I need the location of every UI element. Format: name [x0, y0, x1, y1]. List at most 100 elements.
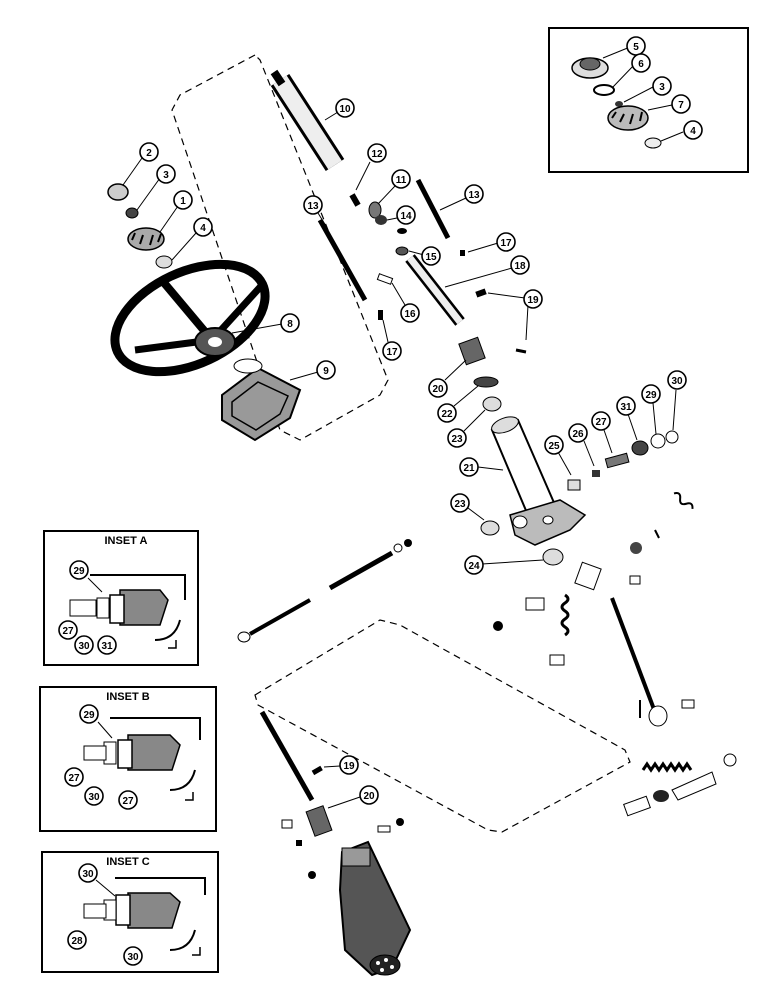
callout-5: 5: [626, 36, 646, 56]
upper-shaft: [270, 69, 345, 171]
inset-c-label-2: 28: [71, 936, 83, 947]
svg-text:9: 9: [323, 366, 329, 377]
svg-text:12: 12: [371, 149, 383, 160]
callout-27: 27: [591, 411, 611, 431]
callout-23a: 23: [447, 428, 467, 448]
callout-17a: 17: [382, 341, 402, 361]
callout-10: 10: [335, 98, 355, 118]
callout-7: 7: [671, 94, 691, 114]
svg-text:13: 13: [468, 190, 480, 201]
inset-a-label-4: 31: [101, 641, 113, 652]
inset-a-title: INSET A: [105, 535, 148, 547]
long-bolt: [237, 539, 412, 643]
spring-upper: [673, 492, 694, 509]
callout-23b: 23: [450, 493, 470, 513]
callout-22: 22: [437, 403, 457, 423]
svg-text:22: 22: [441, 409, 453, 420]
svg-text:18: 18: [514, 261, 526, 272]
dashed-group-outline-lower: [254, 619, 631, 833]
svg-text:20: 20: [363, 791, 375, 802]
callout-13a: 13: [303, 195, 323, 215]
inset-a-label-3: 30: [78, 641, 90, 652]
svg-text:4: 4: [690, 126, 696, 137]
linkage-hardware: [493, 542, 695, 727]
callout-29: 29: [641, 384, 661, 404]
svg-text:23: 23: [451, 434, 463, 445]
callout-13b: 13: [464, 184, 484, 204]
callout-3: 3: [652, 76, 672, 96]
svg-text:26: 26: [572, 429, 584, 440]
callout-18: 18: [510, 255, 530, 275]
svg-text:8: 8: [287, 319, 293, 330]
callout-4: 4: [683, 120, 703, 140]
inset-b-label-2: 27: [68, 773, 80, 784]
inset-b: INSET B 29 27 30 27: [39, 686, 217, 832]
steering-boot: [221, 358, 302, 442]
rod-13-right: [415, 178, 451, 240]
inset-a: INSET A 29 27 30 31: [43, 530, 199, 666]
dashed-group-outline-upper: [171, 54, 389, 441]
callout-15: 15: [421, 246, 441, 266]
inset-c-title: INSET C: [106, 856, 149, 868]
inset-a-label-1: 29: [73, 566, 85, 577]
svg-text:3: 3: [659, 82, 665, 93]
pivot-hardware: [567, 430, 679, 491]
svg-text:24: 24: [468, 561, 480, 572]
callout-11: 11: [391, 169, 411, 189]
svg-text:5: 5: [633, 42, 639, 53]
callout-26: 26: [568, 423, 588, 443]
svg-text:17: 17: [500, 238, 512, 249]
callout-19: 19: [523, 289, 543, 309]
svg-text:23: 23: [454, 499, 466, 510]
callout-17b: 17: [496, 232, 516, 252]
svg-text:10: 10: [339, 104, 351, 115]
svg-text:17: 17: [386, 347, 398, 358]
inset-c-label-3: 30: [127, 952, 139, 963]
svg-text:25: 25: [548, 441, 560, 452]
lower-long-shaft: [259, 710, 315, 802]
svg-text:19: 19: [527, 295, 539, 306]
steering-wheel: [110, 259, 270, 377]
svg-text:16: 16: [404, 309, 416, 320]
svg-text:30: 30: [671, 376, 683, 387]
inset-b-title: INSET B: [106, 691, 149, 703]
callout-2: 2: [139, 142, 159, 162]
callout-1: 1: [173, 190, 193, 210]
svg-text:20: 20: [432, 384, 444, 395]
callout-24: 24: [464, 555, 484, 575]
svg-text:4: 4: [200, 223, 206, 234]
inset-c-label-1: 30: [82, 869, 94, 880]
callout-14: 14: [396, 205, 416, 225]
callout-3: 3: [156, 164, 176, 184]
inset-a-label-2: 27: [62, 626, 74, 637]
steering-column: [490, 416, 587, 546]
tie-rod-end: [623, 753, 737, 817]
callout-20b: 20: [359, 785, 379, 805]
callout-31: 31: [616, 396, 636, 416]
callout-16: 16: [400, 303, 420, 323]
callout-25: 25: [544, 435, 564, 455]
top-right-inset: 5 6 3 7 4: [548, 27, 749, 173]
callout-19b: 19: [339, 755, 359, 775]
small-parts: [349, 193, 409, 320]
callout-8: 8: [280, 313, 300, 333]
inset-b-label-1: 29: [83, 710, 95, 721]
svg-text:29: 29: [645, 390, 657, 401]
svg-text:3: 3: [163, 170, 169, 181]
inset-b-label-3: 30: [88, 792, 100, 803]
callout-21: 21: [459, 457, 479, 477]
svg-text:11: 11: [396, 175, 407, 186]
inset-c: INSET C 30 28 30: [41, 851, 219, 973]
coupling-parts: [458, 336, 502, 412]
inset-b-label-4: 27: [122, 796, 134, 807]
callout-6: 6: [631, 53, 651, 73]
callout-4: 4: [193, 217, 213, 237]
callout-9: 9: [316, 360, 336, 380]
steering-gear-box: [338, 840, 412, 977]
rod-13-left: [317, 218, 368, 302]
svg-text:14: 14: [400, 211, 412, 222]
callout-20: 20: [428, 378, 448, 398]
svg-text:27: 27: [595, 417, 607, 428]
svg-text:6: 6: [638, 59, 644, 70]
